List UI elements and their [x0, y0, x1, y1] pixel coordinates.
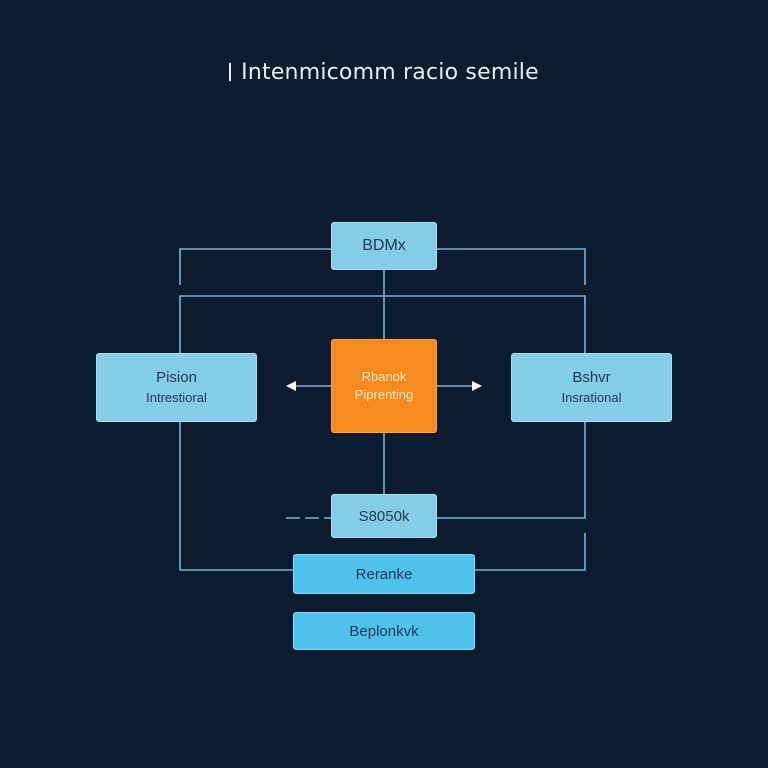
- node-center-subtitle: Piprenting: [354, 387, 414, 402]
- arrowhead-left-icon: [286, 381, 296, 391]
- node-top: BDMx: [331, 222, 437, 270]
- connector-left-down: [179, 422, 293, 571]
- node-left: Pision Intrestioral: [96, 353, 257, 422]
- connector-outer-top: [179, 248, 331, 285]
- title-cursor-mark: [229, 63, 232, 81]
- node-right: Bshvr Insrational: [511, 353, 672, 422]
- node-right-title: Bshvr: [572, 368, 611, 386]
- node-left-title: Pision: [156, 368, 197, 386]
- node-right-subtitle: Insrational: [561, 389, 622, 405]
- node-left-subtitle: Intrestioral: [146, 389, 207, 405]
- connector-right-down: [437, 422, 586, 519]
- node-row1-label: Reranke: [355, 565, 413, 583]
- arrowhead-right-icon: [472, 381, 482, 391]
- connector-outer-top-right: [437, 248, 586, 285]
- connector-frame-top: [179, 295, 586, 353]
- node-middle-label: S8050k: [358, 507, 410, 525]
- connector-right-lower: [475, 533, 586, 571]
- node-row2-label: Beplonkvk: [349, 622, 419, 640]
- node-middle: S8050k: [331, 494, 437, 538]
- node-top-label: BDMx: [362, 237, 406, 254]
- diagram-title-text: Intenmicomm racio semile: [241, 60, 539, 85]
- node-row2: Beplonkvk: [293, 612, 475, 650]
- node-row1: Reranke: [293, 554, 475, 594]
- node-center-title: Rbanok: [361, 369, 407, 384]
- node-center: Rbanok Piprenting: [331, 339, 437, 433]
- diagram-title: Intenmicomm racio semile: [0, 60, 768, 85]
